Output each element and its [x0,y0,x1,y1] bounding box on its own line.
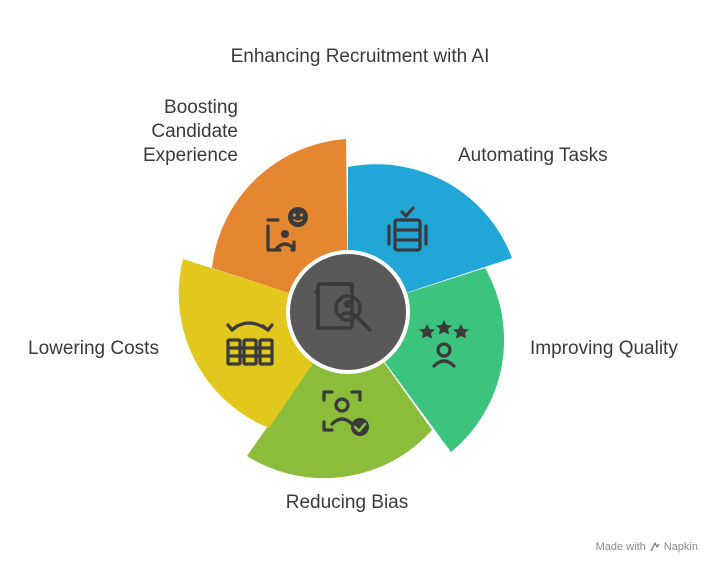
label-line: Candidate [151,121,238,142]
label-line: Boosting [164,97,238,118]
label-reducing-bias: Reducing Bias [285,492,409,513]
label-automating-tasks: Automating Tasks [458,145,608,166]
footer-prefix: Made with [595,541,646,553]
star-rating-user-icon [419,320,469,368]
search-candidate-icon [314,282,372,332]
footer-brand: Napkin [663,541,698,553]
napkin-logo-icon [650,542,660,552]
segment-reducing-bias [247,312,432,479]
label-line: Experience [142,145,238,166]
label-lowering-costs: Lowering Costs [28,338,159,359]
made-with-footer[interactable]: Made with Napkin [596,541,698,553]
person-verified-icon [322,390,369,436]
diagram-title: Enhancing Recruitment with AI [230,46,490,67]
document-check-icon [387,206,428,252]
budget-grid-icon [226,321,274,366]
label-improving-quality: Improving Quality [530,338,678,359]
chat-candidate-icon [266,207,308,252]
